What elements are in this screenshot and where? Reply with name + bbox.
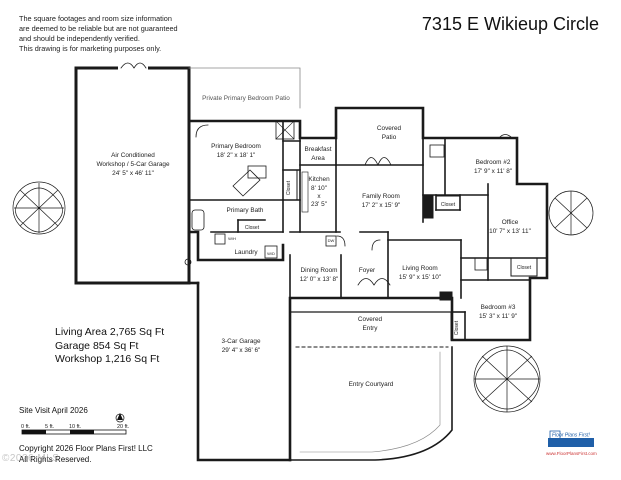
disclaimer-line: This drawing is for marketing purposes o…	[19, 44, 162, 53]
closet-label: Closet	[245, 225, 260, 231]
room-label: Kitchen	[308, 176, 330, 183]
scale-tick-label: 0 ft.	[21, 424, 31, 430]
closet-label: Closet	[441, 202, 456, 208]
room-label: Dining Room	[301, 267, 338, 274]
tree-icon	[548, 190, 594, 236]
room-label: Private Primary Bedroom Patio	[202, 95, 290, 102]
area-summary: Living Area 2,765 Sq Ft Garage 854 Sq Ft…	[55, 326, 164, 367]
dw-label: DW	[328, 238, 335, 243]
room-label: Breakfast	[305, 146, 332, 153]
copyright-block: Copyright 2026 Floor Plans First! LLC Al…	[19, 443, 153, 465]
room-dims: 12' 0" x 13' 8"	[300, 276, 339, 283]
site-visit: Site Visit April 2026	[19, 406, 88, 415]
room-dims: 17' 9" x 11' 8"	[474, 168, 512, 175]
room-label: Laundry	[234, 249, 258, 256]
room-label: Air Conditioned	[111, 152, 155, 159]
room-dims: 29' 4" x 36' 6"	[222, 347, 261, 354]
house-perimeter	[187, 106, 549, 462]
disclaimer-line: The square footages and room size inform…	[19, 14, 172, 23]
scale-tick-label: 20 ft.	[117, 424, 130, 430]
room-label: 3-Car Garage	[221, 338, 261, 345]
room-sublabel: Workshop / 5-Car Garage	[96, 161, 169, 168]
room-label: Covered	[358, 316, 383, 323]
room-label: Entry	[363, 325, 379, 332]
room-dims: 24' 5" x 46' 11"	[112, 170, 154, 177]
room-dims: 15' 3" x 11' 9"	[479, 313, 517, 320]
room-dims: 23' 5"	[311, 201, 327, 208]
room-dims: 10' 7" x 13' 11"	[489, 228, 531, 235]
tree-icon	[473, 345, 541, 413]
scale-tick-label: 10 ft.	[69, 424, 82, 430]
tree-icon	[12, 181, 66, 235]
closet-label: Closet	[286, 180, 292, 195]
room-label: Patio	[382, 134, 397, 141]
room-label: Primary Bath	[227, 207, 264, 214]
room-label: Living Room	[402, 265, 438, 272]
logo-url: www.FloorPlansFirst.com	[546, 451, 597, 456]
workshop-area: Workshop 1,216 Sq Ft	[55, 353, 160, 365]
closet-label: Closet	[454, 320, 460, 335]
room-label: Bedroom #3	[481, 304, 516, 311]
wh-label: W/H	[228, 236, 236, 241]
room-label: Office	[502, 219, 519, 226]
room-dims: 8' 10"	[311, 185, 327, 192]
room-label: Entry Courtyard	[349, 381, 394, 388]
rights-text: All Rights Reserved.	[19, 455, 92, 464]
scale-tick-label: 5 ft.	[45, 424, 55, 430]
room-dims: 18' 2" x 18' 1"	[217, 152, 256, 159]
disclaimer-line: are deemed to be reliable but are not gu…	[19, 24, 178, 33]
room-label: Family Room	[362, 193, 400, 200]
disclaimer-line: and should be independently verified.	[19, 34, 140, 43]
room-label: Foyer	[359, 267, 376, 274]
north-arrow-icon	[115, 413, 125, 423]
room-dims: 17' 2" x 15' 9"	[362, 202, 401, 209]
logo-text: Floor Plans First!	[552, 433, 590, 439]
disclaimer: The square footages and room size inform…	[19, 14, 219, 54]
copyright-text: Copyright 2026 Floor Plans First! LLC	[19, 444, 153, 453]
room-dims: 15' 9" x 15' 10"	[399, 274, 441, 281]
wd-label: W/D	[267, 251, 275, 256]
scale-bar: 0 ft. 5 ft. 10 ft. 20 ft.	[21, 413, 130, 435]
room-label: Primary Bedroom	[211, 143, 261, 150]
closet-label: Closet	[517, 265, 532, 271]
floor-plans-first-logo: Floor Plans First!	[548, 430, 594, 447]
room-label: Covered	[377, 125, 402, 132]
room-label: Area	[311, 155, 325, 162]
page-title: 7315 E Wikieup Circle	[421, 14, 599, 34]
room-dims: x	[317, 193, 321, 200]
room-label: Bedroom #2	[476, 159, 511, 166]
private-patio-outline	[188, 67, 301, 109]
mls-watermark: ©2026 MLS	[2, 453, 60, 464]
living-area: Living Area 2,765 Sq Ft	[55, 326, 165, 338]
garage-area: Garage 854 Sq Ft	[55, 339, 139, 352]
